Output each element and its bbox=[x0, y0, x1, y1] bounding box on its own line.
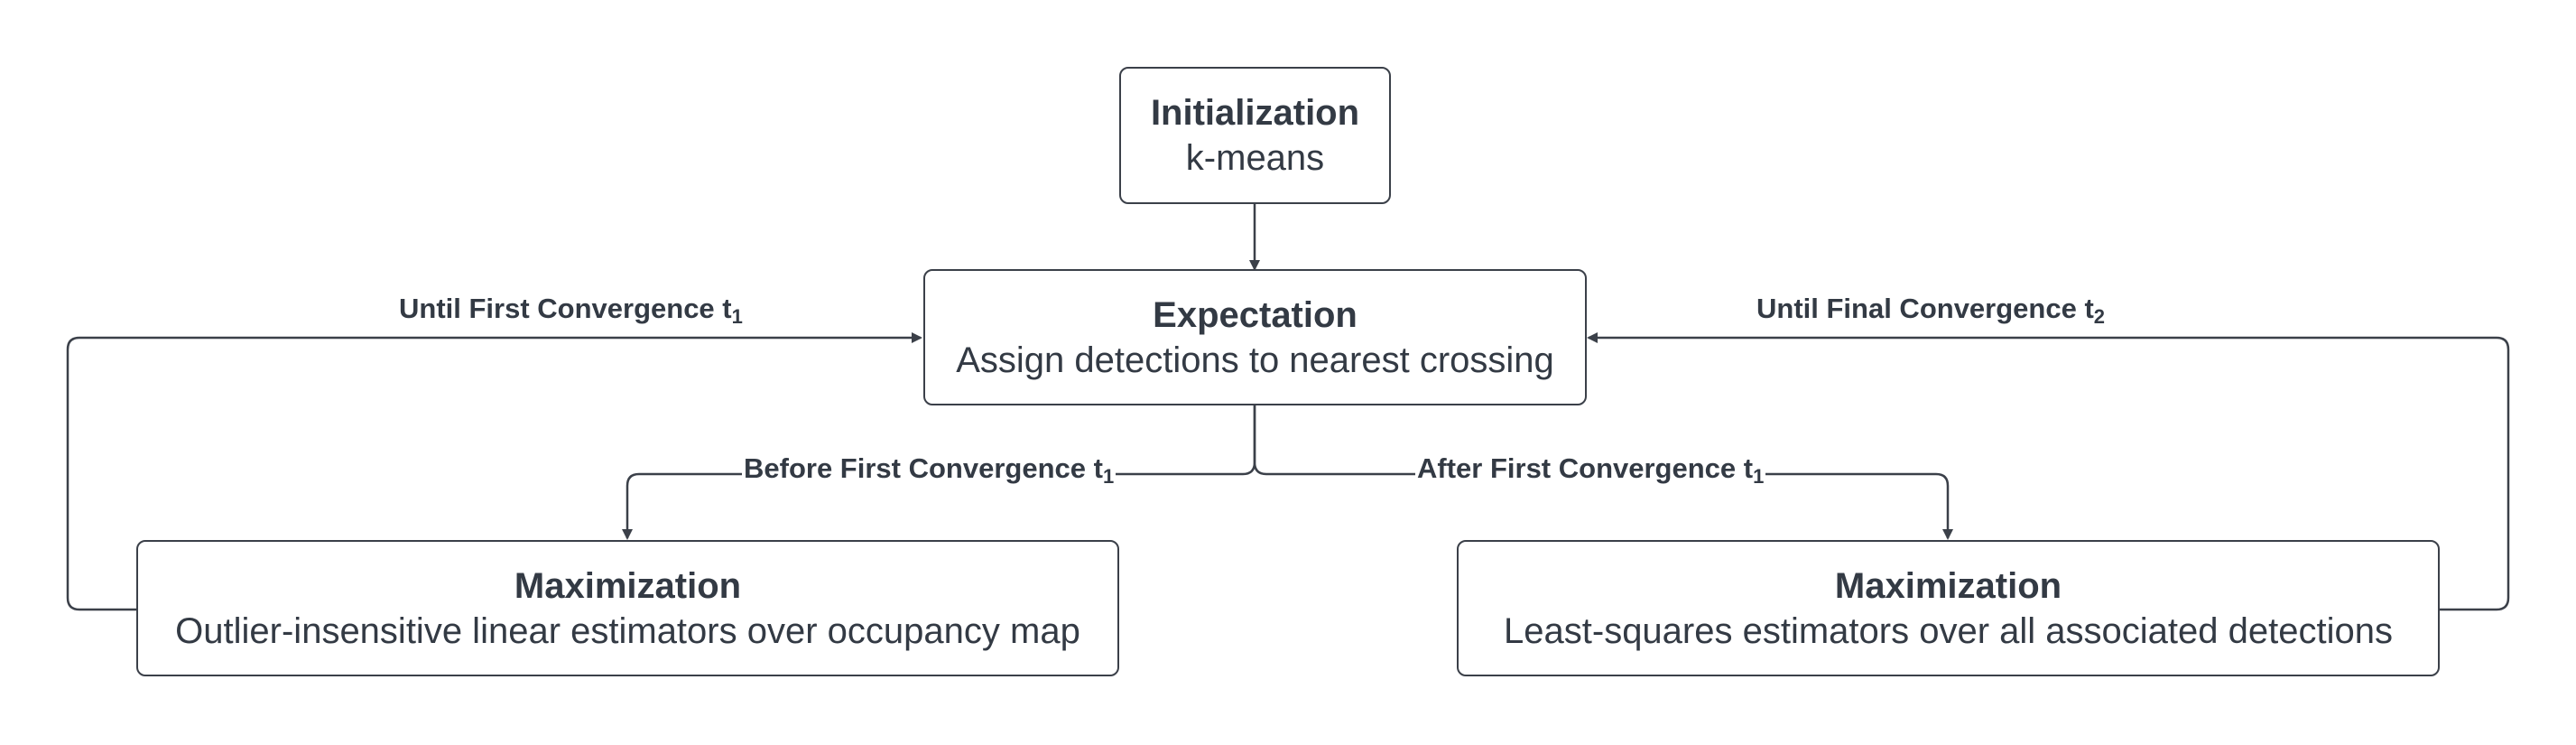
edge-label-before-first-convergence: Before First Convergence t1 bbox=[742, 452, 1117, 493]
edge-label-subscript: 2 bbox=[2093, 305, 2106, 328]
node-initialization-title: Initialization bbox=[1150, 93, 1360, 133]
node-maximization-right-subtitle: Least-squares estimators over all associ… bbox=[1504, 610, 2393, 651]
edge-label-text: Before First Convergence t bbox=[744, 452, 1103, 484]
node-expectation-subtitle: Assign detections to nearest crossing bbox=[956, 340, 1554, 380]
node-maximization-left-subtitle: Outlier-insensitive linear estimators ov… bbox=[175, 610, 1080, 651]
edge-label-subscript: 1 bbox=[1102, 465, 1115, 488]
node-expectation-title: Expectation bbox=[1153, 294, 1357, 335]
node-maximization-left: Maximization Outlier-insensitive linear … bbox=[136, 540, 1119, 676]
edge-label-until-first-convergence: Until First Convergence t1 bbox=[397, 293, 745, 333]
edge-label-subscript: 1 bbox=[731, 305, 743, 328]
edge-label-text: Until First Convergence t bbox=[399, 293, 732, 324]
edge-label-after-first-convergence: After First Convergence t1 bbox=[1415, 452, 1766, 493]
node-initialization-subtitle: k-means bbox=[1185, 138, 1325, 178]
node-initialization: Initialization k-means bbox=[1119, 67, 1391, 204]
edge-label-text: Until Final Convergence t bbox=[1756, 293, 2094, 324]
node-maximization-right-title: Maximization bbox=[1834, 565, 2062, 606]
node-maximization-left-title: Maximization bbox=[514, 565, 742, 606]
node-expectation: Expectation Assign detections to nearest… bbox=[923, 269, 1587, 405]
edge-until-first-convergence bbox=[66, 332, 922, 611]
node-maximization-right: Maximization Least-squares estimators ov… bbox=[1457, 540, 2440, 676]
edge-label-subscript: 1 bbox=[1753, 465, 1765, 488]
edge-label-until-final-convergence: Until Final Convergence t2 bbox=[1755, 293, 2108, 333]
edge-until-final-convergence bbox=[1587, 332, 2510, 611]
edge-label-text: After First Convergence t bbox=[1417, 452, 1754, 484]
